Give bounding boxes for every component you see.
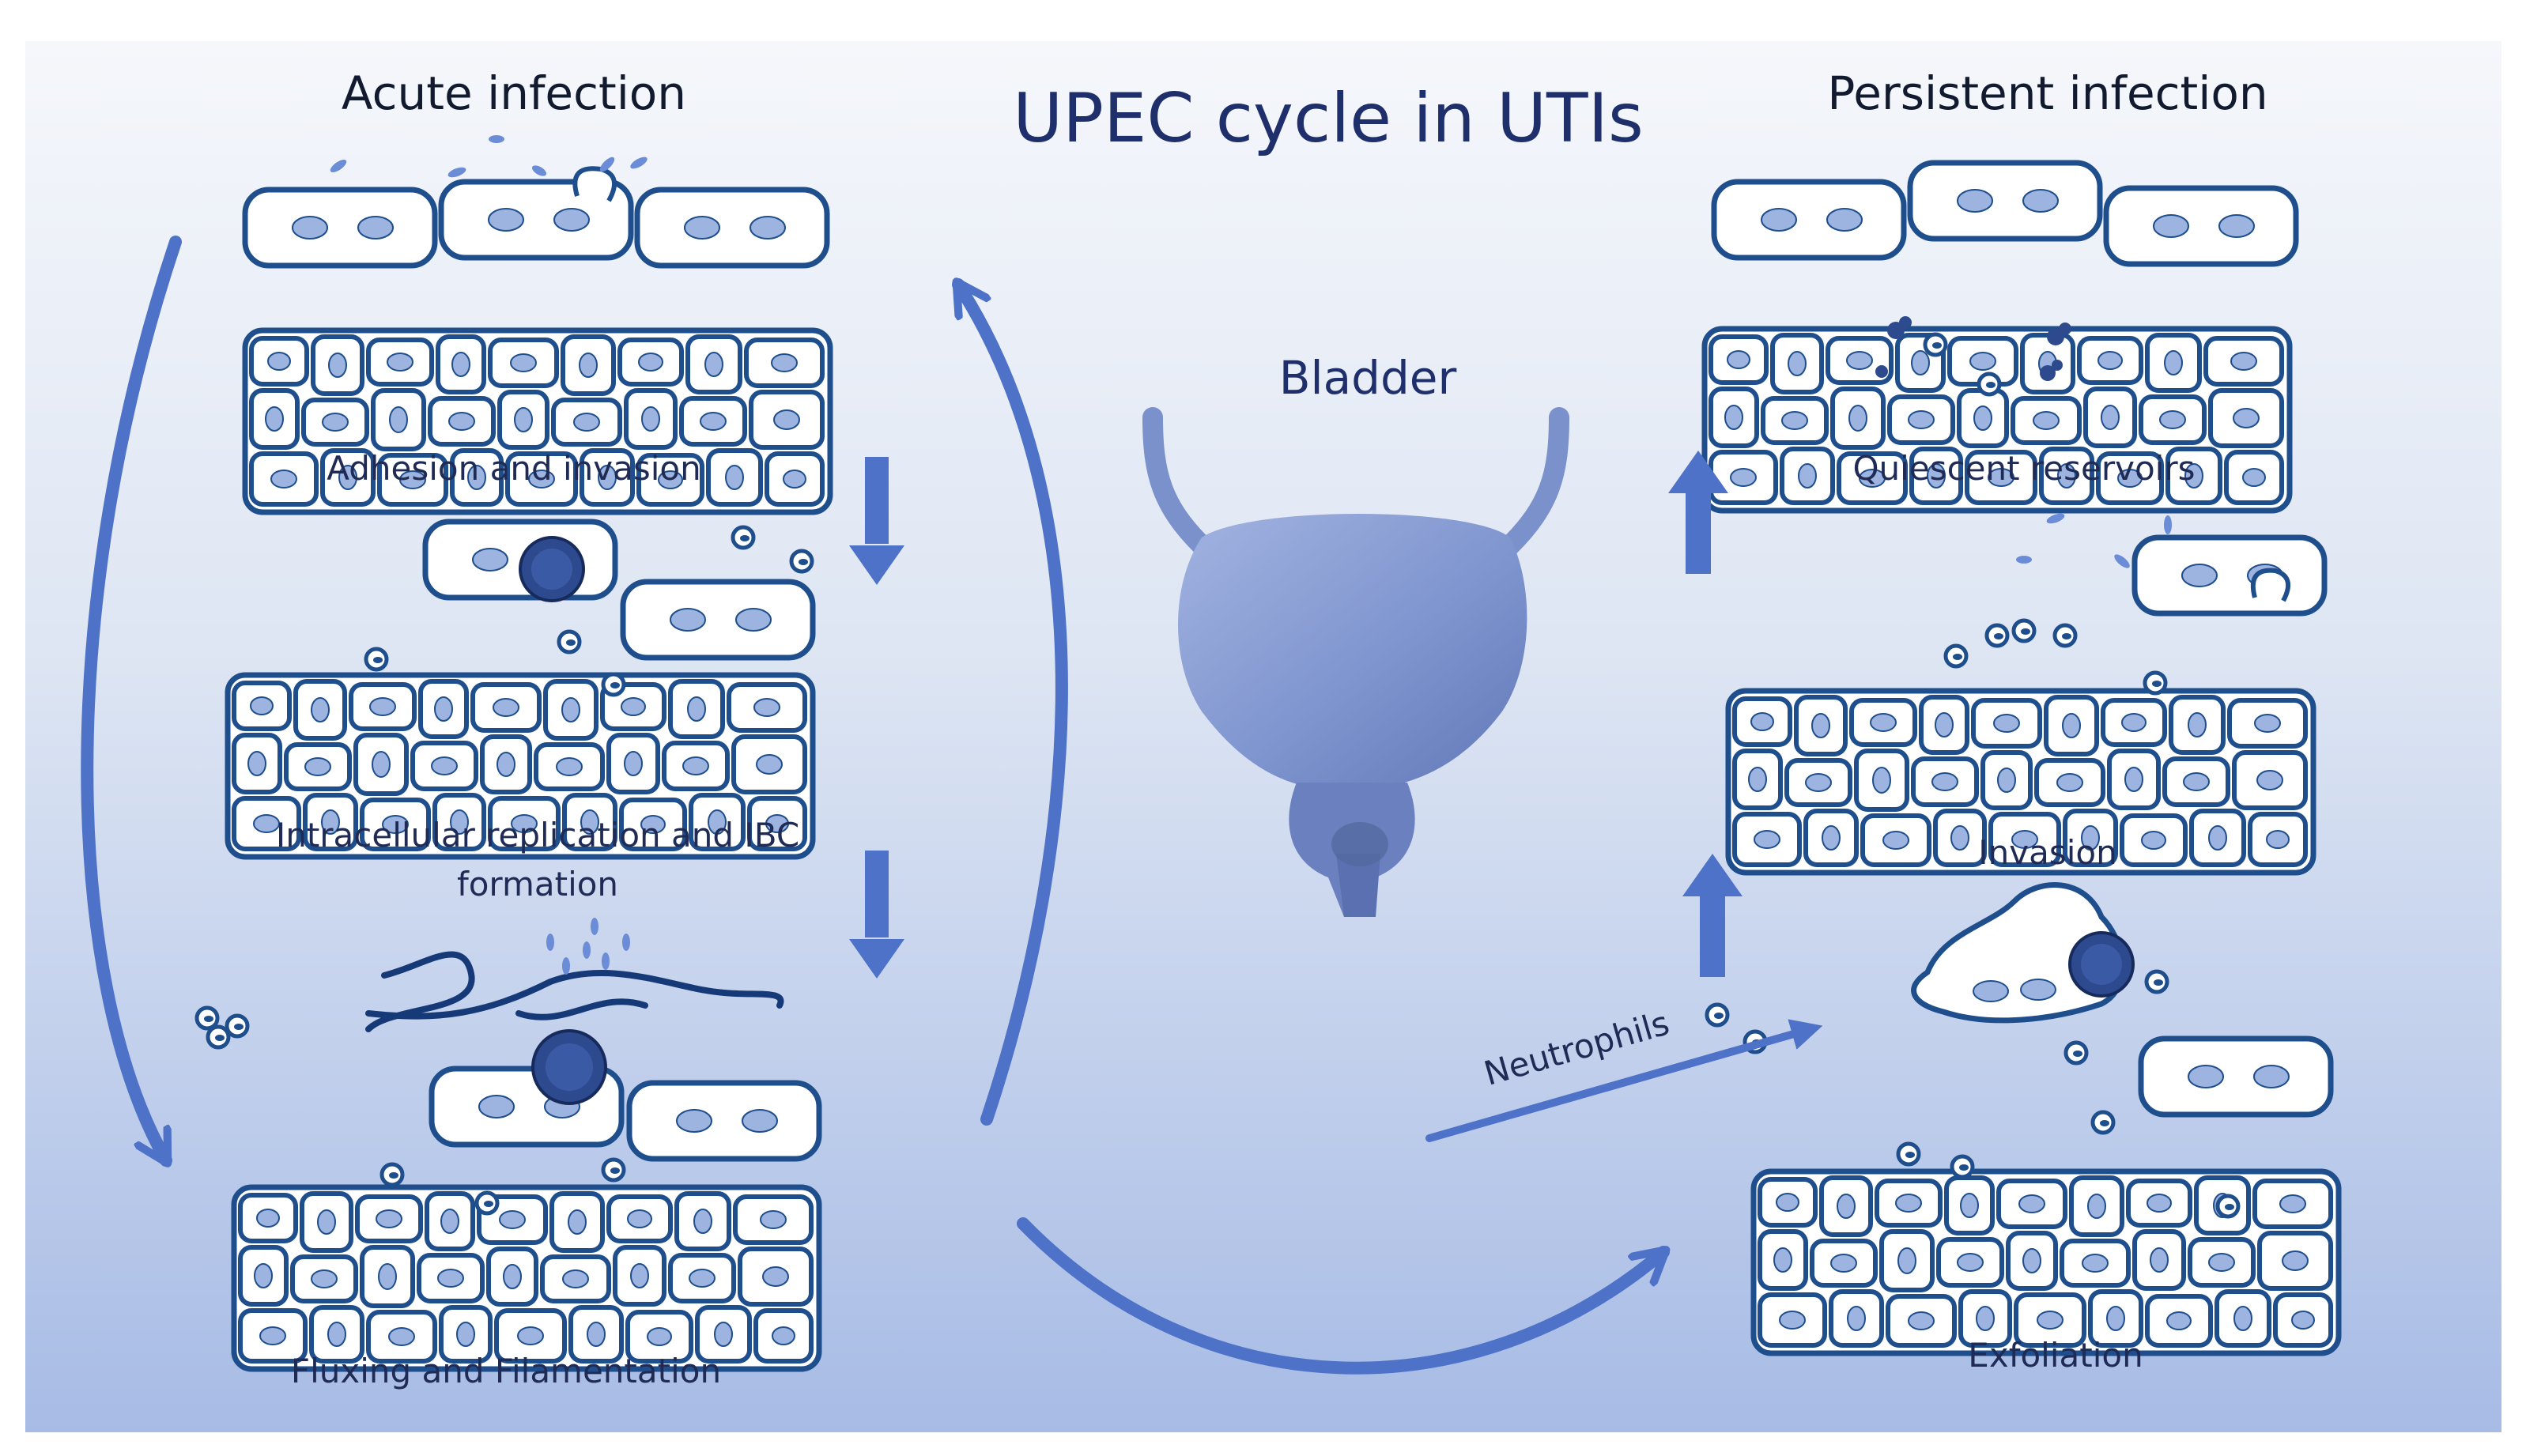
stage-label-quiescent: Quiescent reservoirs (1852, 449, 2196, 488)
filament (365, 969, 784, 1020)
tissue-invasion (1728, 513, 2324, 873)
filament (515, 998, 648, 1020)
curved-arrow-icon (1017, 1217, 1663, 1375)
down-arrow-icon (849, 457, 904, 585)
tissue-fluxing (197, 918, 819, 1369)
stage-label-fluxing: Fluxing and Filamentation (290, 1352, 722, 1390)
section-title-acute: Acute infection (341, 66, 687, 120)
down-arrow-icon (849, 851, 904, 979)
section-title-persistent: Persistent infection (1827, 66, 2268, 120)
stage-label-adhesion: Adhesion and invasion (327, 449, 701, 488)
stage-label-exfoliation: Exfoliation (1968, 1336, 2143, 1375)
neutrophils-arrow (1425, 1019, 1823, 1142)
page-title: UPEC cycle in UTIs (1013, 79, 1644, 158)
curved-arrow-icon (81, 236, 182, 1160)
bladder-icon (1142, 407, 1569, 917)
up-arrow-icon (1668, 451, 1728, 574)
tissue-quiescent (1705, 163, 2296, 511)
tissue-adhesion (245, 135, 830, 512)
up-arrow-icon (1682, 854, 1743, 977)
stage-label-invasion: Invasion (1978, 833, 2117, 872)
organ-label-bladder: Bladder (1278, 351, 1457, 405)
stage-label-replication: Intracellular replication and IBC format… (275, 816, 800, 903)
tissue-ibc-formation (228, 522, 813, 857)
tissue-exfoliation (1707, 882, 2339, 1353)
curved-arrow-icon (952, 285, 1068, 1126)
